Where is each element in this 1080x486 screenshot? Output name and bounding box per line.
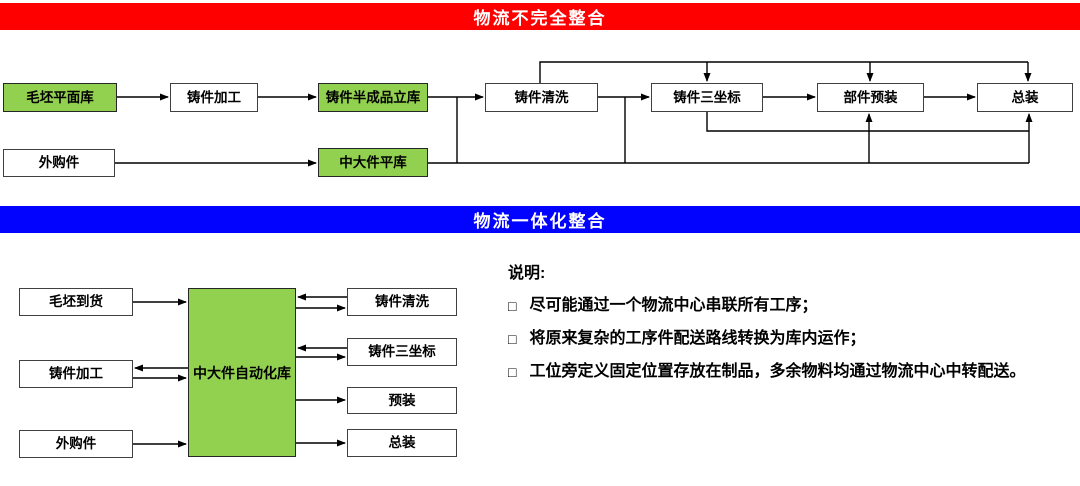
header-integrated-integration: 物流一体化整合: [0, 206, 1080, 233]
flow-box-casting-machining-bottom: 铸件加工: [19, 360, 133, 388]
notes-title: 说明:: [508, 265, 546, 282]
flow-box-medium-large-flat-warehouse: 中大件平库: [318, 148, 428, 177]
flow-box-blank-flat-warehouse: 毛坯平面库: [3, 83, 117, 112]
flow-box-purchased-parts: 外购件: [3, 149, 115, 177]
bottom-flow-connectors: [133, 293, 347, 448]
header-integrated-integration-label: 物流一体化整合: [473, 212, 607, 231]
note-text-3: 工位旁定义固定位置存放在制品，多余物料均通过物流中心中转配送。: [529, 363, 1026, 380]
flow-box-casting-cmm-bottom: 铸件三坐标: [347, 338, 457, 366]
flow-box-blank-arrival: 毛坯到货: [19, 288, 133, 316]
flow-box-casting-cmm: 铸件三坐标: [651, 83, 763, 112]
flow-box-casting-cleaning: 铸件清洗: [485, 83, 598, 112]
flow-box-component-preassembly: 部件预装: [817, 83, 924, 112]
flow-box-casting-cleaning-bottom: 铸件清洗: [347, 288, 457, 316]
note-text-1: 尽可能通过一个物流中心串联所有工序；: [529, 297, 818, 314]
square-bullet-icon: □: [508, 331, 517, 347]
flow-box-final-assembly-bottom: 总装: [347, 429, 457, 457]
top-flow-connectors: [115, 61, 1033, 167]
flow-box-purchased-parts-bottom: 外购件: [19, 430, 133, 458]
note-item-3: □ 工位旁定义固定位置存放在制品，多余物料均通过物流中心中转配送。: [508, 360, 1028, 384]
note-item-1: □ 尽可能通过一个物流中心串联所有工序；: [508, 294, 1028, 318]
note-text-2: 将原来复杂的工序件配送路线转换为库内运作；: [529, 330, 866, 347]
square-bullet-icon: □: [508, 364, 517, 380]
flow-box-casting-machining: 铸件加工: [170, 83, 258, 112]
flow-box-final-assembly: 总装: [977, 83, 1073, 112]
notes-panel: 说明: □ 尽可能通过一个物流中心串联所有工序； □ 将原来复杂的工序件配送路线…: [508, 263, 1028, 393]
header-incomplete-integration-label: 物流不完全整合: [473, 9, 607, 28]
header-incomplete-integration: 物流不完全整合: [0, 3, 1080, 30]
note-item-2: □ 将原来复杂的工序件配送路线转换为库内运作；: [508, 327, 1028, 351]
square-bullet-icon: □: [508, 298, 517, 314]
flow-box-medium-large-automated-warehouse: 中大件自动化库: [188, 288, 296, 457]
flow-box-casting-semifinished-vertical-warehouse: 铸件半成品立库: [318, 83, 428, 112]
flow-box-preassembly-bottom: 预装: [347, 387, 457, 414]
